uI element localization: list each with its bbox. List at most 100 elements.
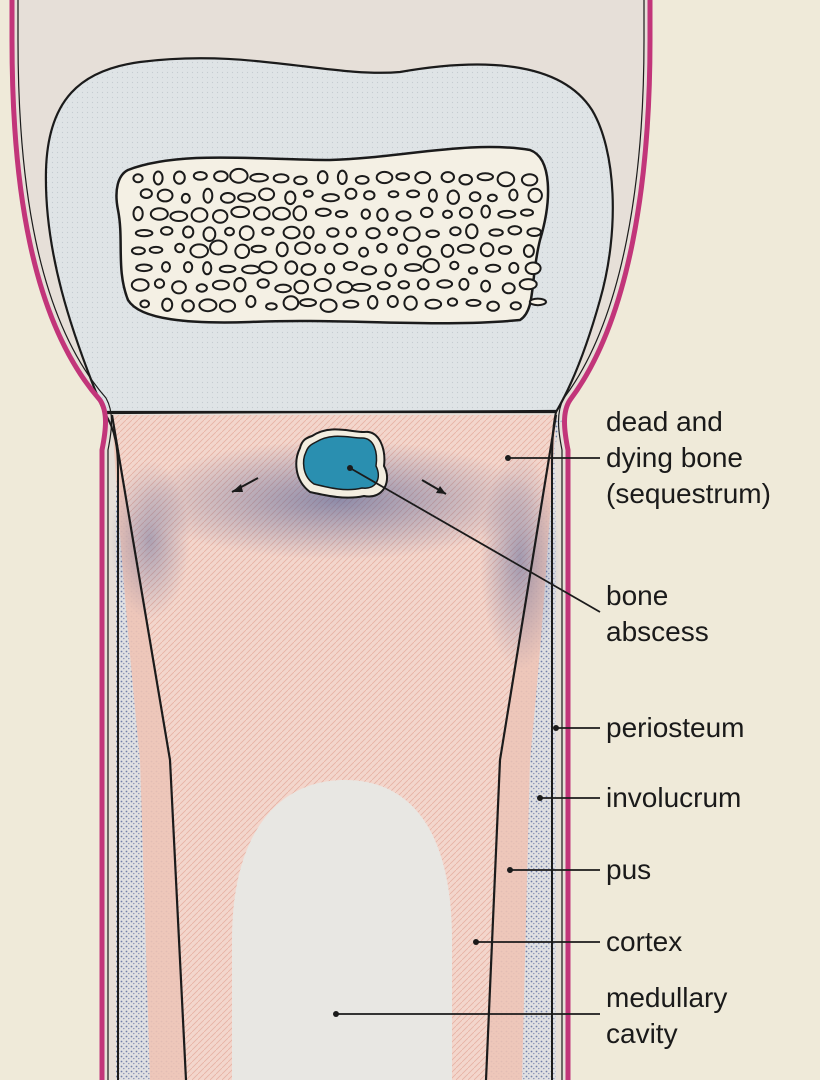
label-abscess: bone abscess (606, 578, 709, 650)
trabecular-cell (204, 227, 216, 241)
trabecular-cell (427, 231, 439, 238)
trabecular-cell (509, 263, 518, 273)
trabecular-cell (467, 300, 481, 306)
trabecular-cell (388, 228, 397, 235)
trabecular-cell (162, 262, 170, 272)
trabecular-cell (478, 173, 493, 180)
trabecular-cell (498, 172, 515, 186)
label-pus: pus (606, 852, 651, 888)
trabecular-cell (526, 263, 541, 275)
trabecular-cell (459, 175, 472, 185)
trabecular-cell (377, 244, 386, 253)
trabecular-cell (344, 301, 359, 308)
trabecular-cell (285, 192, 295, 205)
trabecular-cell (368, 296, 377, 309)
trabecular-cell (273, 208, 290, 220)
trabecular-cell (213, 210, 227, 223)
label-medullary-line-2: cavity (606, 1016, 727, 1052)
trabecular-cell (522, 174, 537, 185)
trabecular-cell (258, 279, 269, 288)
trabecular-cell (234, 278, 245, 291)
trabecular-cell (274, 174, 289, 182)
trabecular-cell (316, 209, 331, 216)
trabecular-cell (442, 245, 454, 257)
trabecular-cell (254, 207, 270, 219)
trabecular-cell (466, 224, 477, 238)
trabecular-cell (323, 194, 339, 201)
trabecular-cell (302, 264, 316, 275)
trabecular-cell (170, 212, 187, 221)
trabecular-cell (213, 281, 229, 290)
trabecular-cell (421, 208, 432, 217)
trabecular-cell (443, 211, 452, 218)
trabecular-cell (238, 193, 255, 201)
trabecular-cell (487, 302, 499, 311)
trabecular-cell (304, 227, 313, 239)
trabecular-cell (230, 169, 247, 183)
trabecular-cell (246, 296, 255, 307)
trabecular-cell (378, 282, 390, 289)
trabecular-cell (524, 245, 534, 257)
trabecular-cell (260, 262, 277, 274)
trabecular-cell (199, 299, 216, 311)
trabecular-cell (529, 189, 542, 202)
label-sequestrum-line-1: dead and (606, 404, 771, 440)
leader-dot-medullary (333, 1011, 339, 1017)
trabecular-cell (294, 281, 308, 294)
trabecular-cell (396, 173, 409, 180)
leader-dot-involucrum (537, 795, 543, 801)
trabecular-cell (284, 296, 299, 309)
trabecular-cell (459, 279, 468, 290)
trabecular-cell (530, 299, 546, 306)
trabecular-cell (266, 303, 277, 309)
label-sequestrum-line-2: dying bone (606, 440, 771, 476)
trabecular-cell (294, 177, 306, 185)
trabecular-cell (151, 208, 168, 219)
trabecular-cell (509, 190, 517, 201)
trabecular-cell (182, 194, 190, 203)
trabecular-cell (386, 264, 396, 276)
trabecular-cell (194, 172, 207, 180)
label-sequestrum-line-3: (sequestrum) (606, 476, 771, 512)
trabecular-cell (183, 227, 193, 238)
trabecular-cell (285, 261, 297, 273)
trabecular-cell (404, 227, 420, 240)
trabecular-cell (136, 230, 153, 236)
trabecular-cell (190, 244, 208, 257)
trabecular-cell (450, 262, 458, 269)
leader-dot-abscess (347, 465, 353, 471)
trabecular-cell (367, 228, 380, 238)
trabecular-cell (318, 171, 328, 183)
trabecular-cell (426, 300, 442, 309)
trabecular-cell (203, 262, 211, 274)
trabecular-cell (359, 248, 368, 257)
trabecular-cell (174, 172, 185, 184)
trabecular-cell (334, 244, 347, 254)
label-periosteum: periosteum (606, 710, 745, 746)
trabecular-cell (141, 189, 152, 198)
leader-dot-periosteum (553, 725, 559, 731)
trabecular-cell (418, 279, 429, 289)
trabecular-cell (240, 226, 254, 240)
trabecular-cell (275, 285, 291, 293)
trabecular-cell (489, 229, 502, 235)
trabecular-cell (184, 262, 192, 272)
bone-abscess (304, 436, 379, 489)
trabecular-cell (397, 211, 411, 220)
trabecular-cell (136, 265, 152, 272)
trabecular-cell (388, 296, 398, 307)
trabecular-cell (404, 297, 416, 310)
trabecular-cell (140, 300, 149, 307)
trabecular-cell (469, 267, 477, 273)
label-medullary: medullary cavity (606, 980, 727, 1052)
trabecular-cell (300, 299, 316, 306)
trabecular-cell (407, 191, 419, 198)
trabecular-cell (481, 281, 490, 292)
trabecular-cell (321, 300, 337, 312)
trabecular-cell (338, 171, 347, 184)
trabecular-cell (210, 241, 226, 255)
trabecular-cell (259, 189, 274, 201)
trabecular-cell (336, 211, 347, 217)
spongy-bone-block (116, 147, 548, 323)
